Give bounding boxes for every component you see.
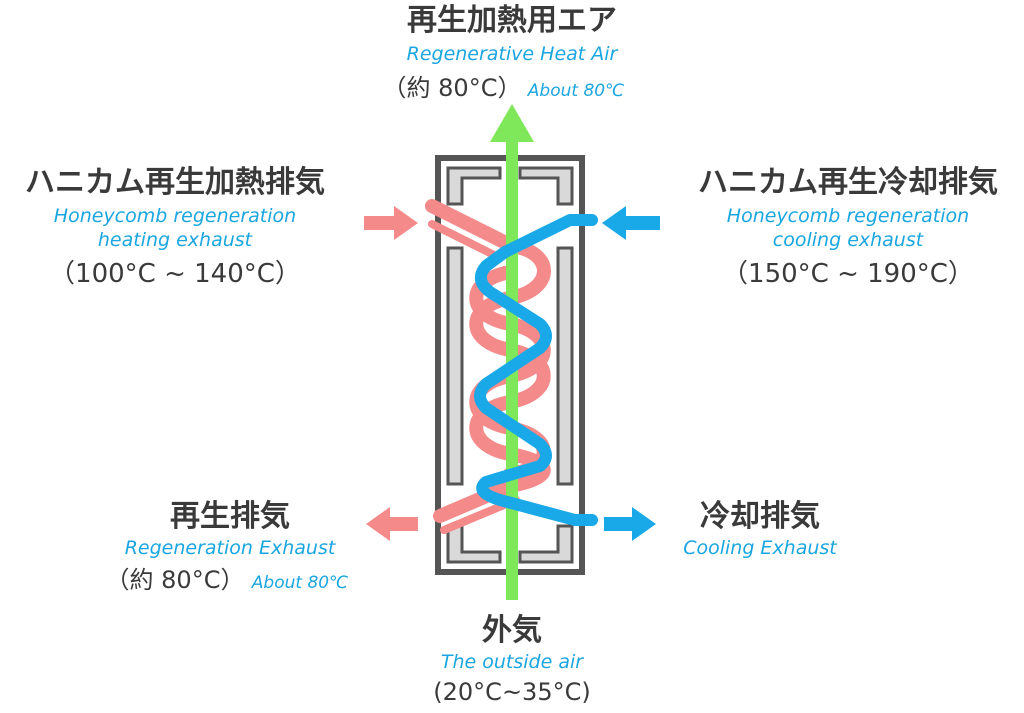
left-out-label-temp: （約 80°C） (106, 566, 245, 594)
top-label-temp-en: About 80℃ (527, 81, 624, 101)
bottom-label-en: The outside air (441, 651, 584, 673)
left-in-label-temp: （100°C ~ 140°C） (49, 259, 301, 289)
bottom-label-temp: (20°C~35°C) (433, 678, 590, 706)
unit-right-panel (556, 246, 574, 486)
left-out-label-en: Regeneration Exhaust (125, 537, 337, 559)
unit-bottom-right-bracket (518, 524, 574, 564)
hot-outlet-duct (433, 479, 517, 523)
top-label-en: Regenerative Heat Air (407, 43, 619, 65)
hot-out-arrow (366, 507, 418, 541)
unit-top-left-bracket (446, 166, 502, 206)
bottom-label-jp: 外気 (482, 613, 542, 648)
right-out-label-jp: 冷却排気 (700, 499, 820, 534)
outside-air-arrowhead (490, 104, 534, 142)
hot-inlet-duct-outline (428, 220, 504, 262)
right-in-label-temp: （150°C ~ 190°C） (722, 259, 974, 289)
unit-left-panel (446, 246, 464, 486)
cool-in-arrow (602, 206, 660, 240)
left-in-label-jp: ハニカム再生加熱排気 (25, 165, 325, 200)
left-out-label-temp-en: About 80℃ (251, 573, 348, 593)
top-label-temp: （約 80°C） (383, 74, 522, 102)
cool-out-arrow (604, 507, 656, 541)
cool-zigzag (474, 246, 598, 526)
hot-in-arrow (364, 206, 418, 240)
left-in-label-en1: Honeycomb regeneration (54, 205, 296, 227)
right-in-label-en2: cooling exhaust (773, 229, 925, 251)
unit-top-right-bracket (518, 166, 574, 206)
left-out-label-jp: 再生排気 (170, 499, 290, 534)
cool-inlet-duct (499, 214, 598, 258)
hot-inlet-duct (425, 199, 519, 253)
top-label-jp: 再生加熱用エア (407, 3, 617, 38)
cool-flow (474, 214, 598, 526)
right-in-label-en1: Honeycomb regeneration (727, 205, 969, 227)
arrows (364, 206, 660, 541)
left-in-label-en2: heating exhaust (98, 229, 254, 251)
right-in-label-jp: ハニカム再生冷却排気 (698, 165, 998, 200)
right-out-label-en: Cooling Exhaust (683, 537, 838, 559)
